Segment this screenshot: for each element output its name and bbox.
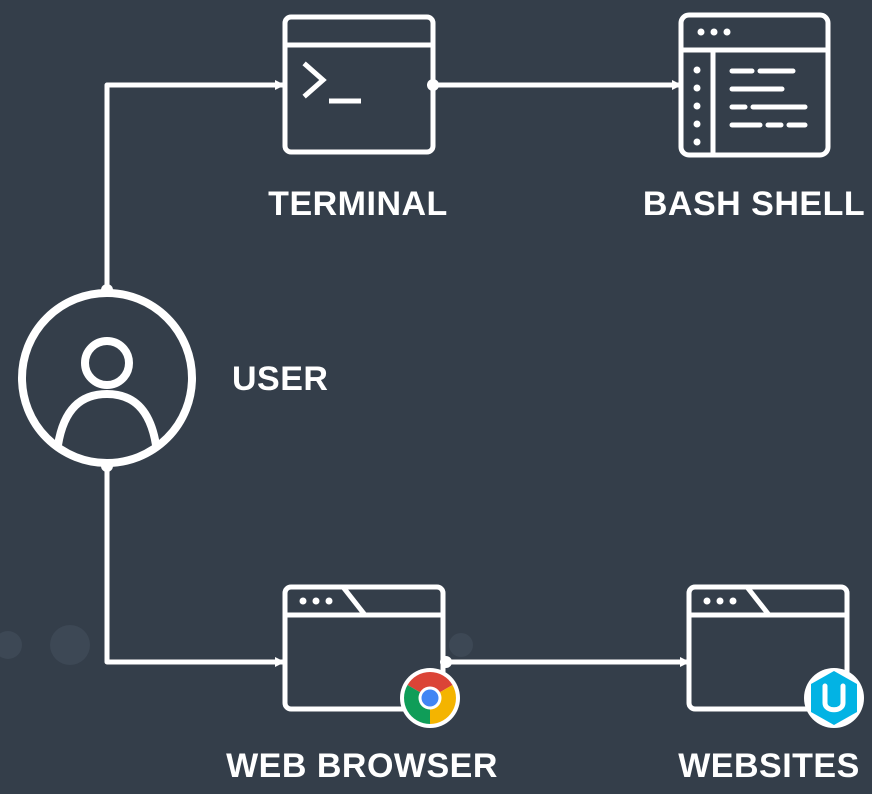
- udacity-logo-icon: [804, 668, 864, 728]
- edge-user-browser: [104, 466, 285, 667]
- user-label: USER: [232, 360, 329, 398]
- bash-shell-label: BASH SHELL: [642, 185, 866, 223]
- browser-window-icon: [282, 584, 446, 712]
- code-window-icon: [678, 12, 831, 158]
- terminal-window-icon: [282, 14, 436, 155]
- chrome-logo-icon: [400, 668, 460, 728]
- terminal-label: TERMINAL: [268, 185, 448, 223]
- edge-user-terminal: [104, 80, 285, 290]
- user-avatar-icon: [18, 289, 196, 467]
- web-browser-label: WEB BROWSER: [226, 747, 498, 785]
- websites-label: WEBSITES: [678, 747, 860, 785]
- background-dots: [0, 625, 473, 665]
- connectors: [104, 80, 690, 667]
- websites-window-icon: [686, 584, 850, 712]
